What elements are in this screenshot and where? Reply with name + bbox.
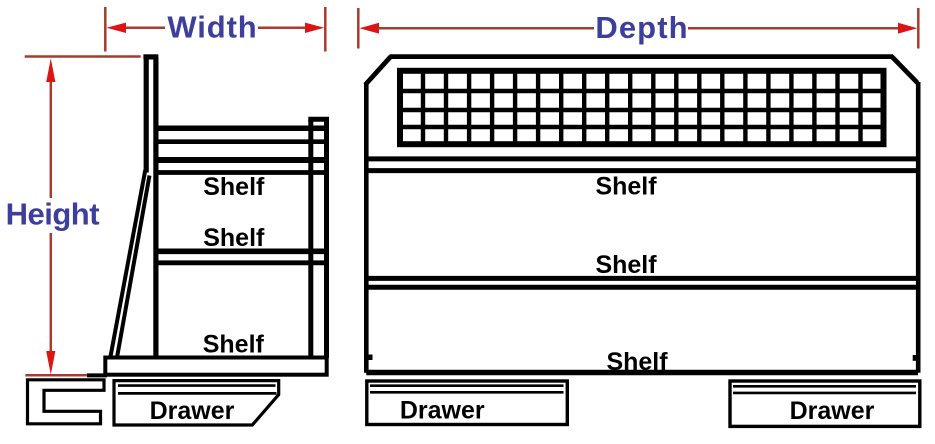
svg-text:Drawer: Drawer [400, 396, 485, 424]
svg-text:Height: Height [6, 197, 100, 232]
svg-text:Shelf: Shelf [203, 173, 265, 201]
svg-text:Shelf: Shelf [203, 224, 265, 252]
svg-text:Shelf: Shelf [606, 348, 668, 376]
svg-text:Shelf: Shelf [203, 330, 265, 358]
svg-text:Depth: Depth [595, 10, 688, 45]
svg-text:Drawer: Drawer [150, 397, 235, 425]
svg-text:Width: Width [167, 10, 257, 45]
svg-text:Shelf: Shelf [595, 251, 657, 279]
svg-text:Shelf: Shelf [595, 173, 657, 201]
svg-text:Drawer: Drawer [790, 397, 875, 425]
